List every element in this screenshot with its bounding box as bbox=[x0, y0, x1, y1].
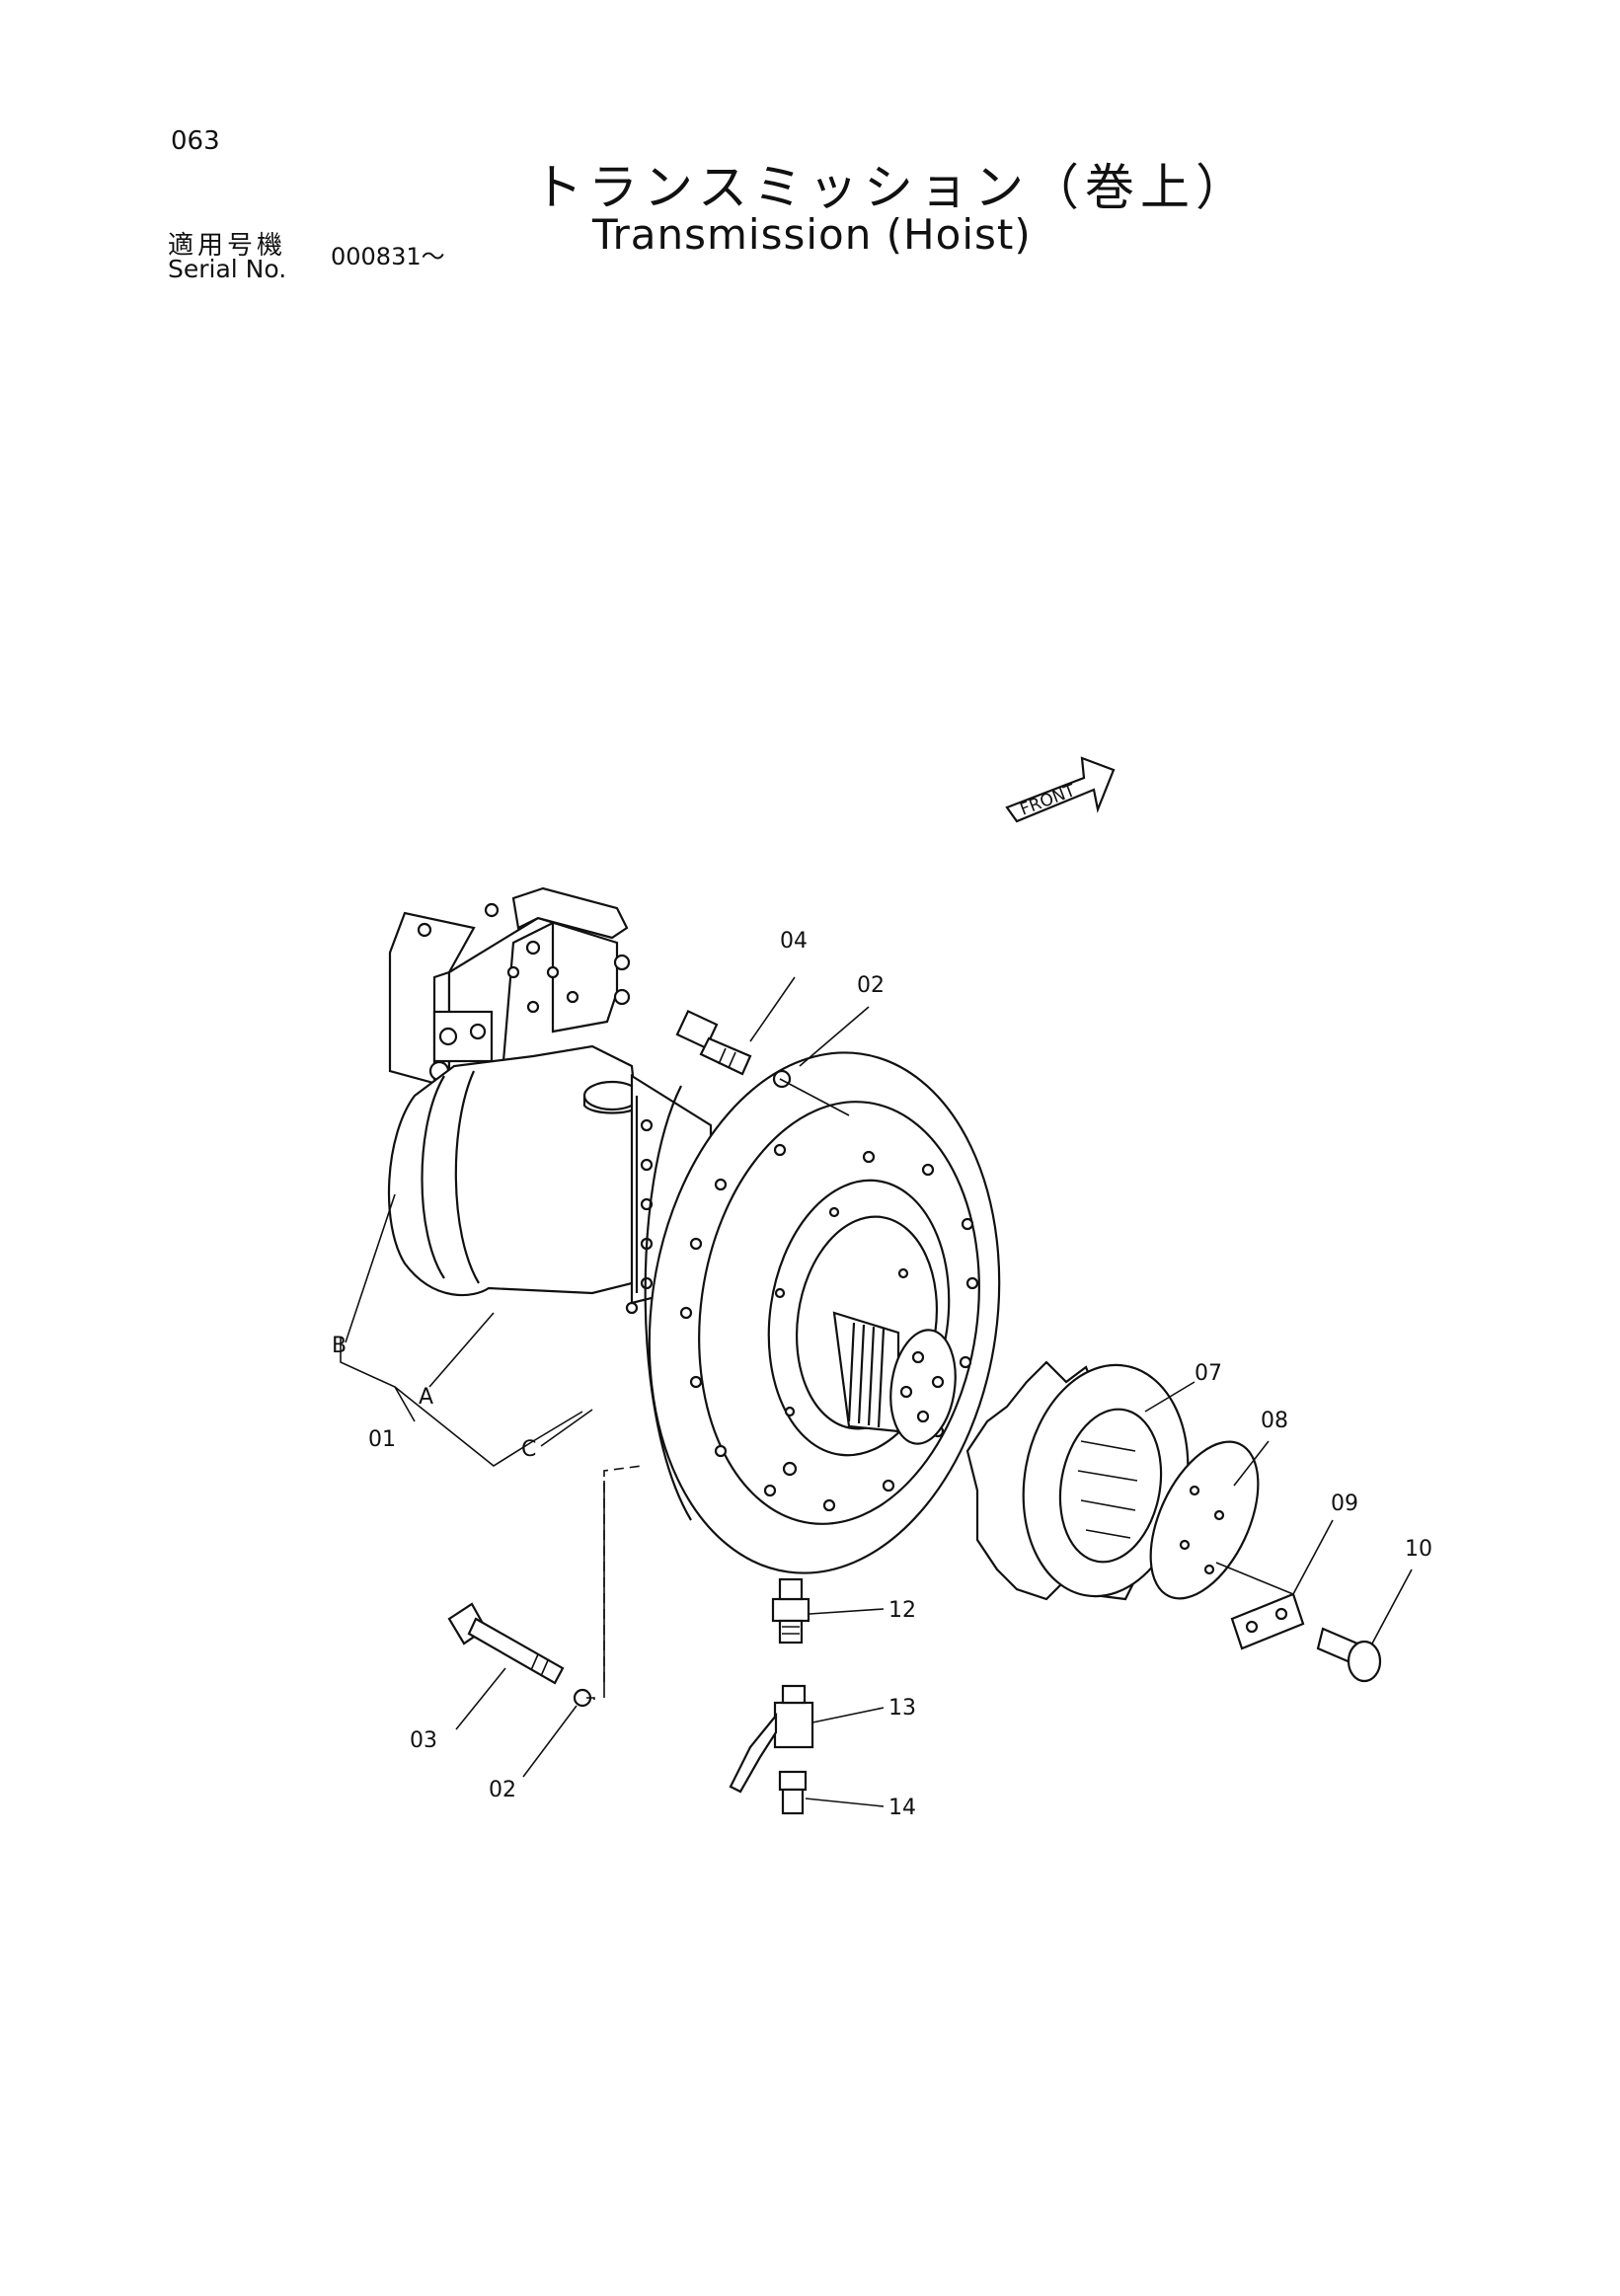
plug-14 bbox=[778, 1770, 808, 1815]
bolt-04 bbox=[675, 1009, 752, 1076]
callout-12: 12 bbox=[888, 1598, 916, 1623]
serial-label-japanese: 適用号機 bbox=[168, 231, 287, 261]
callout-01: 01 bbox=[368, 1427, 396, 1452]
callout-04: 04 bbox=[780, 929, 808, 954]
bolt-10 bbox=[1316, 1627, 1382, 1683]
transmission-housing bbox=[387, 1044, 713, 1315]
callout-02-upper: 02 bbox=[857, 973, 885, 998]
flange-bolt-holes bbox=[679, 1143, 979, 1512]
reference-c: C bbox=[521, 1437, 536, 1462]
fitting-12 bbox=[771, 1577, 810, 1645]
front-arrow-marker: FRONT bbox=[1005, 756, 1116, 823]
leader-lines bbox=[340, 976, 1413, 1807]
callout-14: 14 bbox=[888, 1796, 916, 1820]
callout-13: 13 bbox=[888, 1696, 916, 1721]
page-number: 063 bbox=[171, 126, 220, 156]
reference-b: B bbox=[332, 1334, 347, 1358]
serial-label-english: Serial No. bbox=[168, 255, 287, 283]
callout-10: 10 bbox=[1405, 1537, 1432, 1562]
hydraulic-motor-assembly bbox=[388, 886, 631, 1088]
drain-cock-13 bbox=[729, 1684, 814, 1794]
lock-plate bbox=[1230, 1592, 1305, 1650]
page-title-english: Transmission (Hoist) bbox=[592, 210, 1032, 259]
reference-a: A bbox=[419, 1385, 433, 1410]
bolt-03 bbox=[447, 1602, 565, 1685]
callouts: 04 02 07 08 09 10 12 13 14 03 02 01 B A … bbox=[332, 929, 1432, 1820]
page-title-japanese: トランスミッション（巻上） bbox=[533, 159, 1251, 216]
washer-02-upper bbox=[772, 1069, 792, 1089]
callout-09: 09 bbox=[1331, 1492, 1358, 1516]
retaining-plate bbox=[1149, 1440, 1260, 1600]
front-label: FRONT bbox=[1018, 781, 1079, 820]
callout-08: 08 bbox=[1261, 1409, 1288, 1433]
serial-number-range: 000831～ bbox=[331, 243, 445, 270]
callout-07: 07 bbox=[1195, 1361, 1222, 1386]
pinion-gear bbox=[965, 1360, 1190, 1601]
callout-02-lower: 02 bbox=[489, 1778, 516, 1802]
callout-03: 03 bbox=[410, 1728, 437, 1753]
splined-output-shaft bbox=[832, 1311, 957, 1445]
